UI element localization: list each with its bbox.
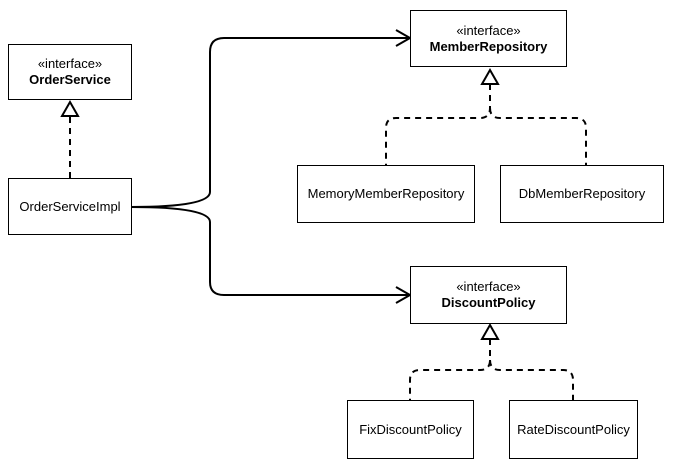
discountpolicy-interface-box: «interface» DiscountPolicy [410, 266, 567, 324]
class-name: DbMemberRepository [518, 186, 646, 201]
orderservice-interface-box: «interface» OrderService [8, 44, 132, 100]
realization-orderserviceimpl-to-orderservice [60, 99, 80, 178]
memorymemberrepository-class-box: MemoryMemberRepository [297, 165, 475, 223]
realization-to-discountpolicy [409, 322, 574, 400]
class-name: OrderServiceImpl [19, 198, 121, 214]
dbmemberrepository-class-box: DbMemberRepository [500, 165, 664, 223]
orderserviceimpl-class-box: OrderServiceImpl [8, 178, 132, 235]
realization-to-memberrepository [385, 67, 587, 165]
class-name: RateDiscountPolicy [517, 421, 630, 437]
fixdiscountpolicy-class-box: FixDiscountPolicy [347, 400, 474, 459]
ratediscountpolicy-class-box: RateDiscountPolicy [509, 400, 638, 459]
class-name: DiscountPolicy [441, 295, 536, 310]
class-name: MemberRepository [429, 38, 548, 54]
stereotype-label: «interface» [456, 22, 521, 38]
class-name: FixDiscountPolicy [359, 421, 462, 437]
stereotype-label: «interface» [37, 56, 103, 71]
class-name: OrderService [29, 72, 111, 87]
class-name: MemoryMemberRepository [307, 186, 465, 201]
memberrepository-interface-box: «interface» MemberRepository [410, 10, 567, 67]
stereotype-label: «interface» [456, 279, 521, 294]
